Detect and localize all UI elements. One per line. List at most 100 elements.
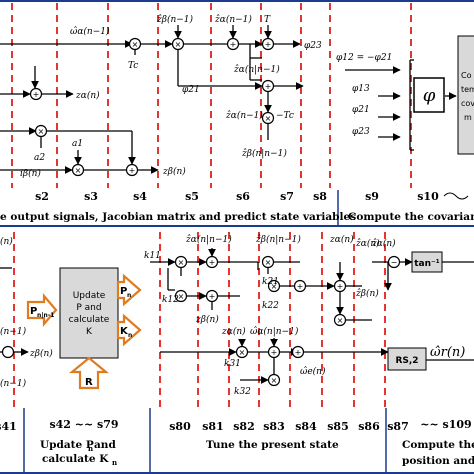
stage-s83: s83 [263,420,285,433]
svg-text:calculate K: calculate K [42,453,109,465]
svg-text:tem: tem [461,85,474,94]
label-phi21: φ21 [182,85,200,95]
arrow-R-in [68,356,110,390]
label-zb-n-top: zβ(n) [162,166,186,177]
svg-text:+: + [297,282,304,291]
svg-text:×: × [178,292,185,301]
bottom-captions: Update P n and calculate K n Tune the pr… [40,439,474,467]
svg-text:cova: cova [461,99,474,108]
svg-text:Compute the: Compute the [402,439,474,451]
bottom-operators [1,255,401,387]
top-signal-labels: ω̂α(n−1) ẑβ(n−1) ẑα(n−1) T φ23 Tc φ21 ẑα… [20,14,392,179]
svg-text:+: + [129,166,136,175]
covariance-block-text: Co tem cova m [461,71,474,122]
label-ib-n: iβ(n) [20,168,41,179]
top-operator-signs: + × × + + + × × × + [33,40,272,175]
stage-s3: s3 [84,190,98,203]
label-za-nn1-top: ẑα(n|n−1) [233,64,280,75]
top-wires [0,25,457,174]
bottom-signal-labels: (n) (n−1) (n−1) zβ(n) ẑα(n|n−1) k11 k12 … [0,234,396,397]
svg-text:k12: k12 [162,295,179,305]
stage-s86: s86 [358,420,380,433]
stage-s109: ~~ s109 [420,418,471,431]
svg-text:ω̂e(n): ω̂e(n) [300,366,326,377]
svg-text:k21: k21 [262,277,279,287]
label-phi23-right: φ23 [352,127,370,137]
svg-text:P: P [30,306,37,317]
stage-s42-79: s42 ~~ s79 [49,418,118,431]
svg-text:n: n [127,292,131,299]
stage-s80: s80 [169,420,191,433]
svg-text:+: + [271,348,278,357]
label-zb-n1: ẑβ(n−1) [156,14,194,25]
svg-text:+: + [265,40,272,49]
svg-text:×: × [75,166,82,175]
label-za-n1-top: ẑα(n−1) [214,14,252,25]
svg-text:×: × [271,282,278,291]
svg-text:calculate: calculate [69,315,110,325]
stage-s7: s7 [280,190,294,203]
label-a1: a1 [72,139,83,149]
svg-text:ẑβ(n): ẑβ(n) [355,288,379,299]
label-Tc: Tc [128,61,138,71]
svg-text:×: × [265,114,272,123]
svg-text:Update: Update [73,291,106,301]
svg-text:k32: k32 [234,387,251,397]
arrow-P-in [26,293,58,327]
svg-text:ẑα(n): ẑα(n) [371,238,396,249]
io-arrows [26,273,142,390]
phi-symbol: φ [423,85,436,106]
svg-text:×: × [132,40,139,49]
stage-s6: s6 [236,190,250,203]
tan-block-label: tan⁻¹ [414,259,440,269]
svg-text:n: n [88,444,93,453]
bottom-stage-labels: s41 s42 ~~ s79 s80 s81 s82 s83 s84 s85 s… [0,418,472,433]
stage-s8: s8 [313,190,327,203]
svg-text:and: and [94,439,116,451]
update-block [59,267,119,359]
svg-text:zα(n): zα(n) [329,234,354,245]
group-dividers [23,190,387,473]
stage-s81: s81 [202,420,224,433]
covariance-block [457,35,474,155]
svg-text:K: K [86,327,93,337]
tan-block [411,251,443,273]
stage-s87: s87 [387,420,409,433]
svg-text:ẑα(n): ẑα(n) [355,238,380,249]
io-labels: P n|n-1 P n K n R [30,286,132,388]
stage-s9: s9 [365,190,379,203]
svg-text:k31: k31 [224,359,241,369]
label-za-n: zα(n) [75,90,100,101]
stage-s84: s84 [295,420,317,433]
svg-text:+: + [33,90,40,99]
svg-text:R: R [85,377,93,388]
svg-text:zβ(n): zβ(n) [195,314,219,325]
svg-text:+: + [209,258,216,267]
svg-text:−: − [391,258,398,267]
svg-text:Co: Co [461,71,472,80]
svg-text:P: P [120,286,127,297]
svg-text:(n−1): (n−1) [0,378,27,389]
svg-text:+: + [265,82,272,91]
svg-text:k11: k11 [144,251,161,261]
svg-text:P and: P and [76,303,101,313]
svg-text:n: n [112,458,117,467]
bottom-operator-signs: × + × + × × + + × − × + + × [178,258,398,385]
label-omega-a: ω̂α(n−1) [70,26,110,37]
svg-text:ẑα(n|n−1): ẑα(n|n−1) [185,234,232,245]
svg-text:×: × [178,258,185,267]
stage-s5: s5 [185,190,199,203]
stage-s82: s82 [233,420,255,433]
label-za-n1-mid: ẑα(n−1) [225,110,263,121]
svg-text:+: + [295,348,302,357]
label-phi12: φ12 = −φ21 [336,53,392,63]
arrow-P-out [116,273,142,307]
caption-top-right: Compute the covarianc [348,211,474,223]
arrow-K-out [116,313,142,347]
svg-text:+: + [337,282,344,291]
top-operators [29,37,275,177]
svg-text:×: × [38,127,45,136]
caption-top-left: e output signals, Jacobian matrix and pr… [0,211,356,223]
label-phi23: φ23 [304,41,322,51]
